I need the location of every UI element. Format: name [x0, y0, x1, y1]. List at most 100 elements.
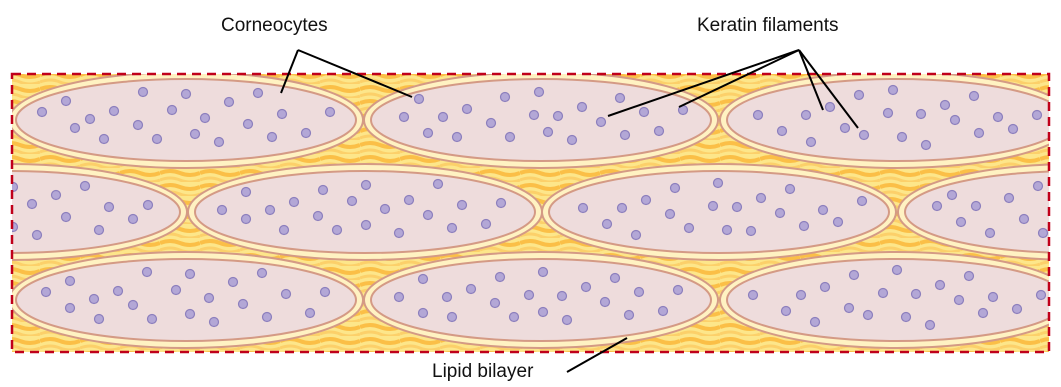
keratin-filament-dot: [467, 285, 476, 294]
keratin-filament-dot: [333, 226, 342, 235]
keratin-filament-dot: [1033, 111, 1042, 120]
keratin-filament-dot: [778, 127, 787, 136]
keratin-filament-dot: [674, 286, 683, 295]
keratin-filament-dot: [215, 138, 224, 147]
corneocyte-cell: [9, 252, 363, 348]
keratin-filament-dot: [917, 110, 926, 119]
keratin-filament-dot: [148, 315, 157, 324]
keratin-filament-dot: [1013, 305, 1022, 314]
keratin-filament-dot: [100, 135, 109, 144]
keratin-filament-dot: [747, 227, 756, 236]
keratin-filament-dot: [419, 275, 428, 284]
keratin-filament-dot: [395, 229, 404, 238]
corneocyte-cell: [364, 72, 718, 168]
keratin-filament-dot: [714, 179, 723, 188]
keratin-filament-dot: [640, 108, 649, 117]
keratin-filament-dot: [1020, 215, 1029, 224]
keratin-filament-dot: [258, 269, 267, 278]
keratin-filament-dot: [210, 318, 219, 327]
keratin-filament-dot: [419, 309, 428, 318]
keratin-filament-dot: [186, 270, 195, 279]
keratin-filament-dot: [579, 204, 588, 213]
keratin-filament-dot: [951, 116, 960, 125]
keratin-filament-dot: [811, 318, 820, 327]
keratin-filament-dot: [733, 203, 742, 212]
keratin-filament-dot: [506, 133, 515, 142]
keratin-filament-dot: [941, 101, 950, 110]
keratin-filament-dot: [965, 272, 974, 281]
keratin-filament-dot: [129, 301, 138, 310]
keratin-filament-dot: [172, 286, 181, 295]
keratin-filament-dot: [278, 110, 287, 119]
keratin-filament-dot: [282, 290, 291, 299]
keratin-filament-dot: [858, 197, 867, 206]
keratin-filament-dot: [306, 309, 315, 318]
keratin-filament-dot: [139, 88, 148, 97]
keratin-filament-dot: [439, 113, 448, 122]
keratin-filament-dot: [144, 201, 153, 210]
keratin-filament-dot: [497, 199, 506, 208]
keratin-filament-dot: [757, 194, 766, 203]
keratin-filament-dot: [826, 103, 835, 112]
keratin-filament-dot: [819, 206, 828, 215]
keratin-filament-dot: [989, 293, 998, 302]
keratin-filament-dot: [972, 202, 981, 211]
keratin-filament-dot: [776, 209, 785, 218]
keratin-filament-dot: [955, 296, 964, 305]
keratin-filament-dot: [611, 274, 620, 283]
keratin-filament-dot: [632, 231, 641, 240]
keratin-filament-dot: [268, 133, 277, 142]
keratin-filament-dot: [129, 215, 138, 224]
keratin-filament-dot: [558, 292, 567, 301]
keratin-filament-dot: [114, 287, 123, 296]
corneocyte-cell: [542, 164, 896, 260]
keratin-filament-dot: [434, 180, 443, 189]
keratin-filament-dot: [841, 124, 850, 133]
keratin-filament-dot: [400, 113, 409, 122]
keratin-filament-dot: [191, 130, 200, 139]
keratin-filament-dot: [1034, 182, 1043, 191]
keratin-filament-dot: [218, 206, 227, 215]
keratin-filament-dot: [884, 109, 893, 118]
keratin-filament-dot: [290, 198, 299, 207]
corneocytes-label: Corneocytes: [221, 16, 328, 35]
keratin-filament-dot: [280, 226, 289, 235]
keratin-filament-dot: [616, 94, 625, 103]
keratin-filament-dot: [782, 307, 791, 316]
keratin-filament-dot: [1037, 291, 1046, 300]
keratin-filament-dot: [889, 86, 898, 95]
keratin-filament-dot: [525, 291, 534, 300]
keratin-filament-dot: [970, 92, 979, 101]
keratin-filament-dot: [539, 308, 548, 317]
keratin-filament-dot: [229, 278, 238, 287]
keratin-filament-dot: [855, 91, 864, 100]
keratin-filament-dot: [134, 121, 143, 130]
corneocyte-cell: [364, 252, 718, 348]
keratin-filament-dot: [625, 311, 634, 320]
keratin-filament-dot: [535, 88, 544, 97]
keratin-filament-dot: [986, 229, 995, 238]
keratin-filament-dot: [302, 129, 311, 138]
keratin-filament-dot: [458, 201, 467, 210]
keratin-filament-dot: [754, 111, 763, 120]
corneocyte-cells: [0, 72, 1061, 348]
keratin-filament-dot: [110, 107, 119, 116]
keratin-filament-dot: [642, 196, 651, 205]
keratin-filament-dot: [28, 200, 37, 209]
keratin-filament-dot: [544, 128, 553, 137]
keratin-filament-dot: [948, 191, 957, 200]
keratin-filament-dot: [655, 127, 664, 136]
keratin-filament-dot: [582, 283, 591, 292]
keratin-filament-dot: [618, 204, 627, 213]
keratin-filament-dot: [597, 118, 606, 127]
keratin-filament-dot: [898, 133, 907, 142]
keratin-filament-dot: [405, 196, 414, 205]
keratin-filament-dot: [95, 226, 104, 235]
keratin-filament-dot: [242, 188, 251, 197]
keratin-filament-dot: [66, 304, 75, 313]
keratin-filament-dot: [362, 181, 371, 190]
keratin-filament-dot: [225, 98, 234, 107]
keratin-filament-dot: [834, 218, 843, 227]
corneocyte-cell: [720, 252, 1061, 348]
